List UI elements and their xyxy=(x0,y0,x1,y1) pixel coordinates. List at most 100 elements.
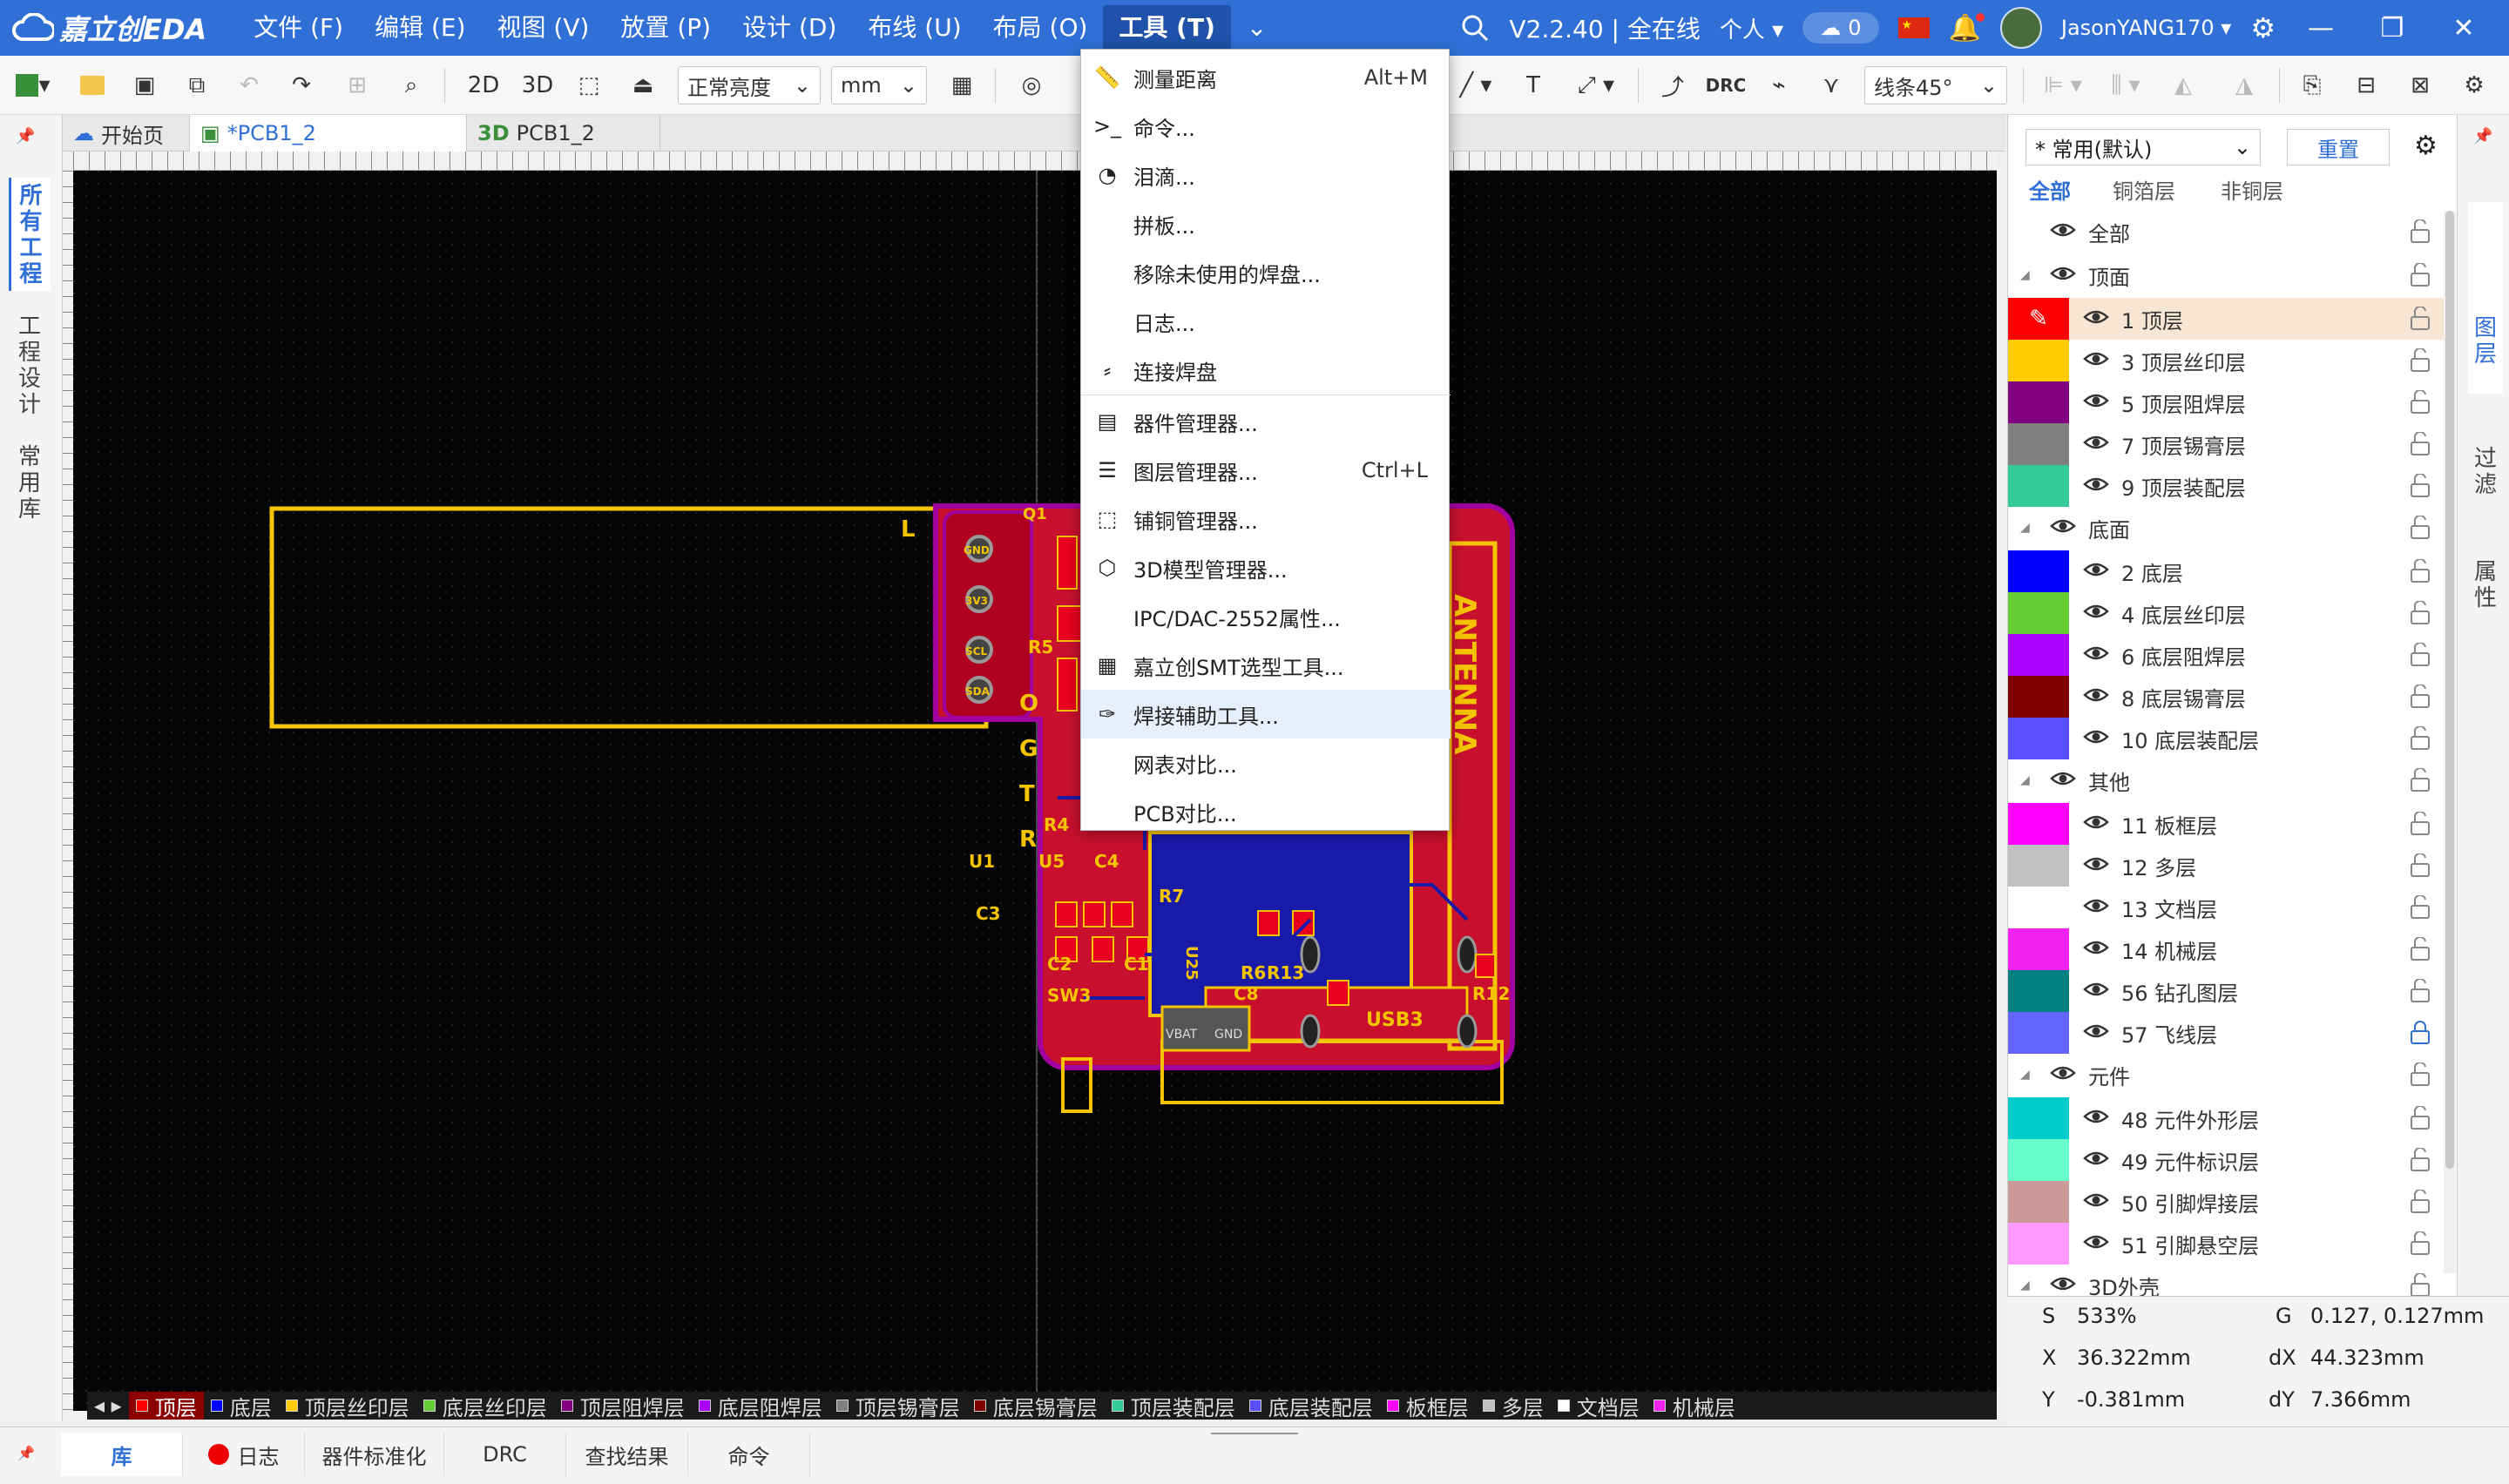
eye-icon[interactable] xyxy=(2083,812,2109,836)
unlock-icon[interactable] xyxy=(2409,1104,2431,1136)
layer-row[interactable]: 57 飞线层 xyxy=(2008,1012,2444,1054)
tools-menu-item[interactable]: ☰图层管理器...Ctrl+L xyxy=(1081,446,1451,495)
layer-row[interactable]: 4 底层丝印层 xyxy=(2008,592,2444,634)
eye-icon[interactable] xyxy=(2083,1148,2109,1172)
toolbar-settings-icon[interactable]: ⚙ xyxy=(2464,72,2485,98)
view-3d-button[interactable]: 3D xyxy=(521,72,554,98)
reset-button[interactable]: 重置 xyxy=(2287,129,2390,165)
menu-layout[interactable]: 布局 (O) xyxy=(992,13,1088,42)
unlock-icon[interactable] xyxy=(2409,766,2431,798)
bom-icon[interactable]: ⊟ xyxy=(2357,72,2376,98)
layer-group-row[interactable]: ◢元件 xyxy=(2008,1054,2444,1096)
layer-group-row[interactable]: ◢3D外壳 xyxy=(2008,1265,2444,1306)
unlock-icon[interactable] xyxy=(2409,641,2431,672)
unlock-icon[interactable] xyxy=(2409,683,2431,714)
export-icon[interactable]: ⎘ xyxy=(2303,71,2322,98)
tab-find-results[interactable]: 查找结果 xyxy=(566,1433,688,1476)
filter-all[interactable]: 全部 xyxy=(2029,179,2071,204)
lock-icon[interactable] xyxy=(2409,1021,2431,1050)
eye-icon[interactable] xyxy=(2083,643,2109,667)
eye-icon[interactable] xyxy=(2083,474,2109,498)
eye-icon[interactable] xyxy=(2083,895,2109,920)
expand-triangle-icon[interactable]: ◢ xyxy=(2020,521,2030,535)
unlock-icon[interactable] xyxy=(2409,305,2431,336)
layer-row[interactable]: 8 底层锡膏层 xyxy=(2008,676,2444,718)
menu-file[interactable]: 文件 (F) xyxy=(254,13,344,42)
unlock-icon[interactable] xyxy=(2409,599,2431,631)
tab-project-design[interactable]: 工程设计 xyxy=(17,314,41,418)
eye-icon[interactable] xyxy=(2083,559,2109,583)
tab-common-library[interactable]: 常用库 xyxy=(17,444,41,523)
route-angle-select[interactable]: 线条45°⌄ xyxy=(1864,66,2007,105)
tools-menu-item[interactable]: ▤器件管理器... xyxy=(1081,397,1451,446)
tab-layers[interactable]: 图层 xyxy=(2468,202,2503,394)
layer-bar-item[interactable]: 底层 xyxy=(204,1392,279,1420)
tools-menu-item[interactable]: PCB对比... xyxy=(1081,787,1451,836)
layer-bar-item[interactable]: 顶层装配层 xyxy=(1105,1392,1242,1420)
tab-device-standardize[interactable]: 器件标准化 xyxy=(305,1433,444,1476)
layer-row[interactable]: 11 板框层 xyxy=(2008,803,2444,845)
tab-library[interactable]: 库 xyxy=(61,1433,183,1476)
layer-color-swatch[interactable] xyxy=(2008,423,2069,465)
eye-icon[interactable] xyxy=(2083,726,2109,751)
layer-group-row[interactable]: 全部 xyxy=(2008,211,2444,253)
layer-bar-item[interactable]: 顶层丝印层 xyxy=(279,1392,416,1420)
layer-row[interactable]: 9 顶层装配层 xyxy=(2008,465,2444,507)
eye-icon[interactable] xyxy=(2083,1021,2109,1045)
tools-menu-item[interactable]: 网表对比... xyxy=(1081,739,1451,787)
layer-row[interactable]: ✎1 顶层 xyxy=(2008,298,2444,340)
layer-bar-item[interactable]: 底层阻焊层 xyxy=(692,1392,829,1420)
menu-route[interactable]: 布线 (U) xyxy=(868,13,962,42)
unlock-icon[interactable] xyxy=(2409,388,2431,420)
angle-route-icon[interactable]: ⋎ xyxy=(1823,72,1840,98)
user-menu[interactable]: JasonYANG170 ▾ xyxy=(2060,16,2232,40)
layer-color-swatch[interactable] xyxy=(2008,845,2069,887)
eye-icon[interactable] xyxy=(2083,390,2109,415)
menu-tools[interactable]: 工具 (T) xyxy=(1103,5,1231,51)
layer-row[interactable]: 50 引脚焊接层 xyxy=(2008,1181,2444,1223)
unlock-icon[interactable] xyxy=(2409,1230,2431,1261)
tab-command[interactable]: 命令 xyxy=(688,1433,810,1476)
layer-row[interactable]: 48 元件外形层 xyxy=(2008,1097,2444,1139)
tools-menu-item[interactable]: ⬚铺铜管理器... xyxy=(1081,495,1451,543)
unlock-icon[interactable] xyxy=(2409,430,2431,462)
mode-selector[interactable]: 个人 ▾ xyxy=(1719,17,1784,44)
layer-color-swatch[interactable] xyxy=(2008,928,2069,970)
eye-icon[interactable] xyxy=(2083,1231,2109,1256)
eye-icon[interactable] xyxy=(2083,1106,2109,1130)
layer-color-swatch[interactable] xyxy=(2008,381,2069,423)
tools-menu-item[interactable]: ⬡3D模型管理器... xyxy=(1081,543,1451,592)
pin-icon[interactable]: 📌 xyxy=(2473,127,2493,145)
menu-design[interactable]: 设计 (D) xyxy=(742,13,837,42)
layer-group-row[interactable]: ◢底面 xyxy=(2008,507,2444,549)
layer-preset-select[interactable]: * 常用(默认)⌄ xyxy=(2025,129,2261,165)
layer-color-swatch[interactable] xyxy=(2008,676,2069,718)
layer-color-swatch[interactable] xyxy=(2008,1223,2069,1265)
open-folder-icon[interactable] xyxy=(75,66,110,105)
unlock-icon[interactable] xyxy=(2409,894,2431,925)
redo-icon[interactable]: ↷ xyxy=(292,72,311,98)
connect-icon[interactable]: ⌁ xyxy=(1772,72,1786,98)
expand-triangle-icon[interactable]: ◢ xyxy=(2020,1068,2030,1082)
eye-icon[interactable] xyxy=(2050,219,2076,244)
flip-h-icon[interactable]: ◭ xyxy=(2174,72,2192,98)
layer-color-swatch[interactable]: ✎ xyxy=(2008,298,2069,340)
unlock-icon[interactable] xyxy=(2409,218,2431,249)
layer-row[interactable]: 56 钻孔图层 xyxy=(2008,970,2444,1012)
layer-color-swatch[interactable] xyxy=(2008,718,2069,759)
unlock-icon[interactable] xyxy=(2409,725,2431,756)
search-replace-icon[interactable]: ⌕ xyxy=(404,71,418,98)
tools-menu-item[interactable]: ✑焊接辅助工具... xyxy=(1081,690,1451,739)
tab-drc[interactable]: DRC xyxy=(444,1433,566,1476)
layer-bar-item[interactable]: 顶层锡膏层 xyxy=(829,1392,967,1420)
close-icon[interactable]: ✕ xyxy=(2452,12,2475,44)
layer-bar-item[interactable]: 文档层 xyxy=(1551,1392,1647,1420)
eye-icon[interactable] xyxy=(2083,685,2109,709)
eye-icon[interactable] xyxy=(2083,979,2109,1003)
menu-view[interactable]: 视图 (V) xyxy=(497,13,590,42)
layer-bar-prev-icon[interactable]: ◂ ▸ xyxy=(94,1393,122,1418)
layer-row[interactable]: 6 底层阻焊层 xyxy=(2008,634,2444,676)
layer-row[interactable]: 7 顶层锡膏层 xyxy=(2008,423,2444,465)
pin-icon[interactable]: 📌 xyxy=(17,1445,35,1461)
